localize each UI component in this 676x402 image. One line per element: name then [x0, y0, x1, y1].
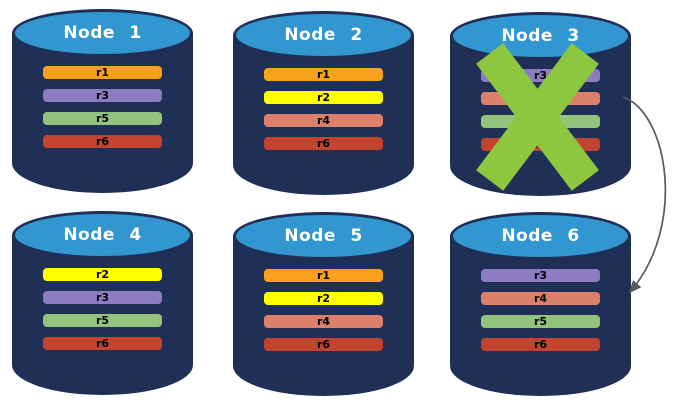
replica-bar: r6: [481, 338, 600, 351]
replica-list: r1 r2 r4 r6: [264, 68, 383, 160]
replica-label: r4: [533, 292, 548, 305]
replica-label: r4: [316, 114, 331, 127]
replica-bar: r3: [43, 291, 162, 304]
cylinder-top: Node 2: [233, 11, 414, 59]
replica-label: r3: [95, 89, 110, 102]
replica-label: r1: [316, 269, 331, 282]
replica-label: r6: [95, 337, 110, 350]
replica-label: r4: [316, 315, 331, 328]
node-cylinder-4: Node 4 r2 r3 r5 r6: [12, 211, 193, 395]
node-title: Node 2: [284, 25, 363, 45]
replica-bar: r2: [264, 292, 383, 305]
replica-bar: r6: [43, 337, 162, 350]
replica-bar: r4: [481, 292, 600, 305]
node-cylinder-1: Node 1 r1 r3 r5 r6: [12, 9, 193, 193]
replica-bar: r5: [43, 112, 162, 125]
replica-bar: r1: [264, 269, 383, 282]
replica-bar: r6: [264, 137, 383, 150]
replica-label: r6: [95, 135, 110, 148]
replica-label: r3: [533, 269, 548, 282]
replica-label: r6: [533, 338, 548, 351]
replica-label: r1: [316, 68, 331, 81]
replica-bar: r6: [264, 338, 383, 351]
replica-bar: r5: [43, 314, 162, 327]
replica-list: r1 r2 r4 r6: [264, 269, 383, 361]
replica-label: r6: [316, 137, 331, 150]
replica-label: r1: [95, 66, 110, 79]
failure-x-icon: [458, 43, 617, 191]
node-title: Node 3: [501, 26, 580, 46]
node-cylinder-2: Node 2 r1 r2 r4 r6: [233, 11, 414, 195]
replica-list: r1 r3 r5 r6: [43, 66, 162, 158]
node-title: Node 1: [63, 23, 142, 43]
node-title: Node 6: [501, 226, 580, 246]
cylinder-top: Node 1: [12, 9, 193, 57]
node-title: Node 4: [63, 225, 142, 245]
replica-bar: r1: [43, 66, 162, 79]
cylinder-top: Node 4: [12, 211, 193, 259]
replica-bar: r2: [264, 91, 383, 104]
replica-list: r3 r4 r5 r6: [481, 269, 600, 361]
replica-label: r6: [316, 338, 331, 351]
cylinder-top: Node 5: [233, 212, 414, 260]
replica-bar: r2: [43, 268, 162, 281]
replica-label: r5: [533, 315, 548, 328]
replica-list: r2 r3 r5 r6: [43, 268, 162, 360]
cylinder-top: Node 3: [450, 12, 631, 60]
replica-bar: r4: [264, 315, 383, 328]
replica-label: r2: [316, 91, 331, 104]
cylinder-top: Node 6: [450, 212, 631, 260]
replica-bar: r6: [43, 135, 162, 148]
replica-label: r2: [316, 292, 331, 305]
replica-bar: r1: [264, 68, 383, 81]
node-cylinder-5: Node 5 r1 r2 r4 r6: [233, 212, 414, 396]
node-cylinder-6: Node 6 r3 r4 r5 r6: [450, 212, 631, 396]
node-title: Node 5: [284, 226, 363, 246]
replica-label: r5: [95, 314, 110, 327]
replica-label: r5: [95, 112, 110, 125]
replica-bar: r3: [481, 269, 600, 282]
replica-bar: r5: [481, 315, 600, 328]
replica-label: r2: [95, 268, 110, 281]
replica-bar: r3: [43, 89, 162, 102]
replica-bar: r4: [264, 114, 383, 127]
replica-label: r3: [95, 291, 110, 304]
